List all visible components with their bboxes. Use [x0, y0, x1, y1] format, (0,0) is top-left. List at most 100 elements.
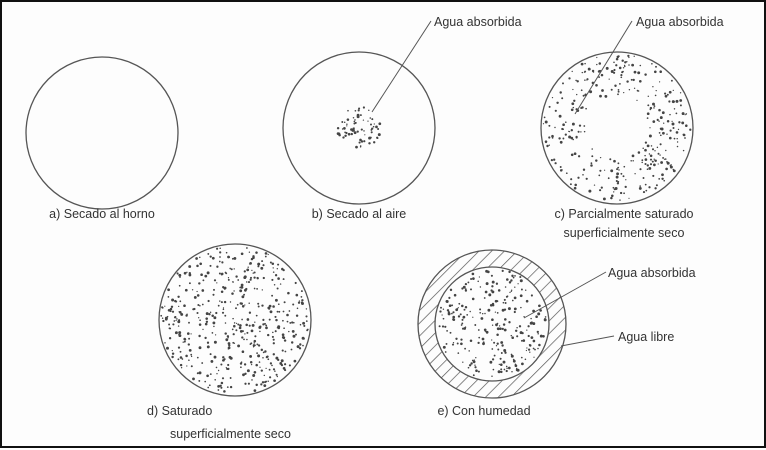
- stipple-dot: [281, 359, 284, 362]
- stipple-dot: [183, 342, 184, 343]
- stipple-dot: [277, 359, 279, 361]
- stipple-dot: [283, 278, 285, 280]
- stipple-dot: [473, 374, 475, 376]
- stipple-dot: [202, 279, 204, 281]
- stipple-dot: [171, 299, 174, 302]
- stipple-dot: [478, 337, 480, 339]
- stipple-dot: [352, 129, 355, 132]
- stipple-dot: [161, 306, 163, 308]
- stipple-dot: [273, 339, 275, 341]
- stipple-dot: [210, 312, 212, 314]
- stipple-dot: [654, 150, 655, 151]
- stipple-dot: [363, 140, 365, 142]
- stipple-dot: [600, 157, 601, 158]
- stipple-dot: [207, 345, 210, 348]
- stipple-dot: [219, 261, 221, 263]
- stipple-dot: [497, 312, 499, 314]
- stipple-dot: [188, 359, 190, 361]
- stipple-dot: [531, 336, 534, 339]
- stipple-dot: [648, 186, 650, 188]
- stipple-dot: [346, 125, 347, 126]
- stipple-dot: [219, 251, 221, 253]
- stipple-dot: [178, 325, 179, 326]
- stipple-dot: [188, 343, 190, 345]
- stipple-dot: [228, 277, 229, 278]
- stipple-dot: [301, 290, 303, 292]
- stipple-dot: [598, 175, 600, 177]
- stipple-dot: [571, 108, 574, 111]
- stipple-dot: [649, 153, 650, 154]
- stipple-dot: [556, 102, 558, 104]
- stipple-dot: [189, 349, 192, 352]
- stipple-dot: [214, 379, 216, 381]
- stipple-dot: [214, 341, 217, 344]
- stipple-dot: [377, 137, 379, 139]
- stipple-dot: [233, 257, 236, 260]
- stipple-dot: [282, 350, 284, 352]
- stipple-dot: [291, 349, 293, 351]
- stipple-dot: [197, 304, 199, 306]
- stipple-dot: [663, 123, 664, 124]
- stipple-dot: [288, 331, 289, 332]
- stipple-dot: [594, 184, 595, 185]
- stipple-dot: [228, 348, 229, 349]
- stipple-dot: [502, 270, 504, 272]
- stipple-dot: [237, 324, 239, 326]
- stipple-dot: [540, 335, 543, 338]
- stipple-dot: [621, 71, 623, 73]
- stipple-dot: [652, 161, 654, 163]
- stipple-dot: [591, 162, 593, 164]
- stipple-dot: [442, 325, 444, 327]
- stipple-dot: [219, 256, 221, 258]
- stipple-dot: [360, 146, 361, 147]
- stipple-dot: [647, 104, 649, 106]
- stipple-dot: [568, 77, 570, 79]
- stipple-dot: [363, 119, 364, 120]
- stipple-dot: [446, 343, 448, 345]
- stipple-dot: [162, 320, 164, 322]
- stipple-dot: [453, 342, 454, 343]
- stipple-dot: [224, 332, 226, 334]
- stipple-dot: [571, 129, 573, 131]
- stipple-dot: [234, 322, 236, 324]
- stipple-dot: [224, 315, 226, 317]
- stipple-dot: [625, 186, 627, 188]
- stipple-dot: [472, 317, 473, 318]
- stipple-dot: [183, 304, 186, 307]
- stipple-dot: [629, 89, 630, 90]
- stipple-dot: [533, 348, 535, 350]
- stipple-dot: [227, 386, 229, 388]
- stipple-dot: [632, 160, 634, 162]
- stipple-dot: [377, 128, 379, 130]
- stipple-dot: [636, 100, 637, 101]
- stipple-dot: [488, 293, 491, 296]
- stipple-dot: [504, 369, 506, 371]
- stipple-dot: [210, 353, 212, 355]
- stipple-dot: [302, 322, 305, 325]
- stipple-dot: [264, 323, 266, 325]
- stipple-dot: [445, 351, 447, 353]
- stipple-dot: [479, 276, 480, 277]
- stipple-dot: [603, 197, 606, 200]
- stipple-dot: [530, 318, 531, 319]
- stipple-dot: [273, 267, 274, 268]
- stipple-dot: [634, 173, 635, 174]
- stipple-dot: [613, 187, 615, 189]
- stipple-dot: [219, 248, 221, 250]
- stipple-dot: [180, 364, 182, 366]
- stipple-dot: [668, 100, 670, 102]
- stipple-dot: [278, 311, 280, 313]
- stipple-dot: [242, 350, 245, 353]
- stipple-dot: [353, 123, 355, 125]
- stipple-dot: [516, 327, 517, 328]
- stipple-dot: [222, 356, 224, 358]
- stipple-dot: [583, 125, 585, 127]
- stipple-dot: [649, 127, 650, 128]
- stipple-dot: [270, 261, 272, 263]
- stipple-dot: [299, 300, 300, 301]
- stipple-dot: [263, 277, 265, 279]
- stipple-dot: [232, 281, 233, 282]
- stipple-dot: [374, 123, 375, 124]
- stipple-dot: [172, 311, 174, 313]
